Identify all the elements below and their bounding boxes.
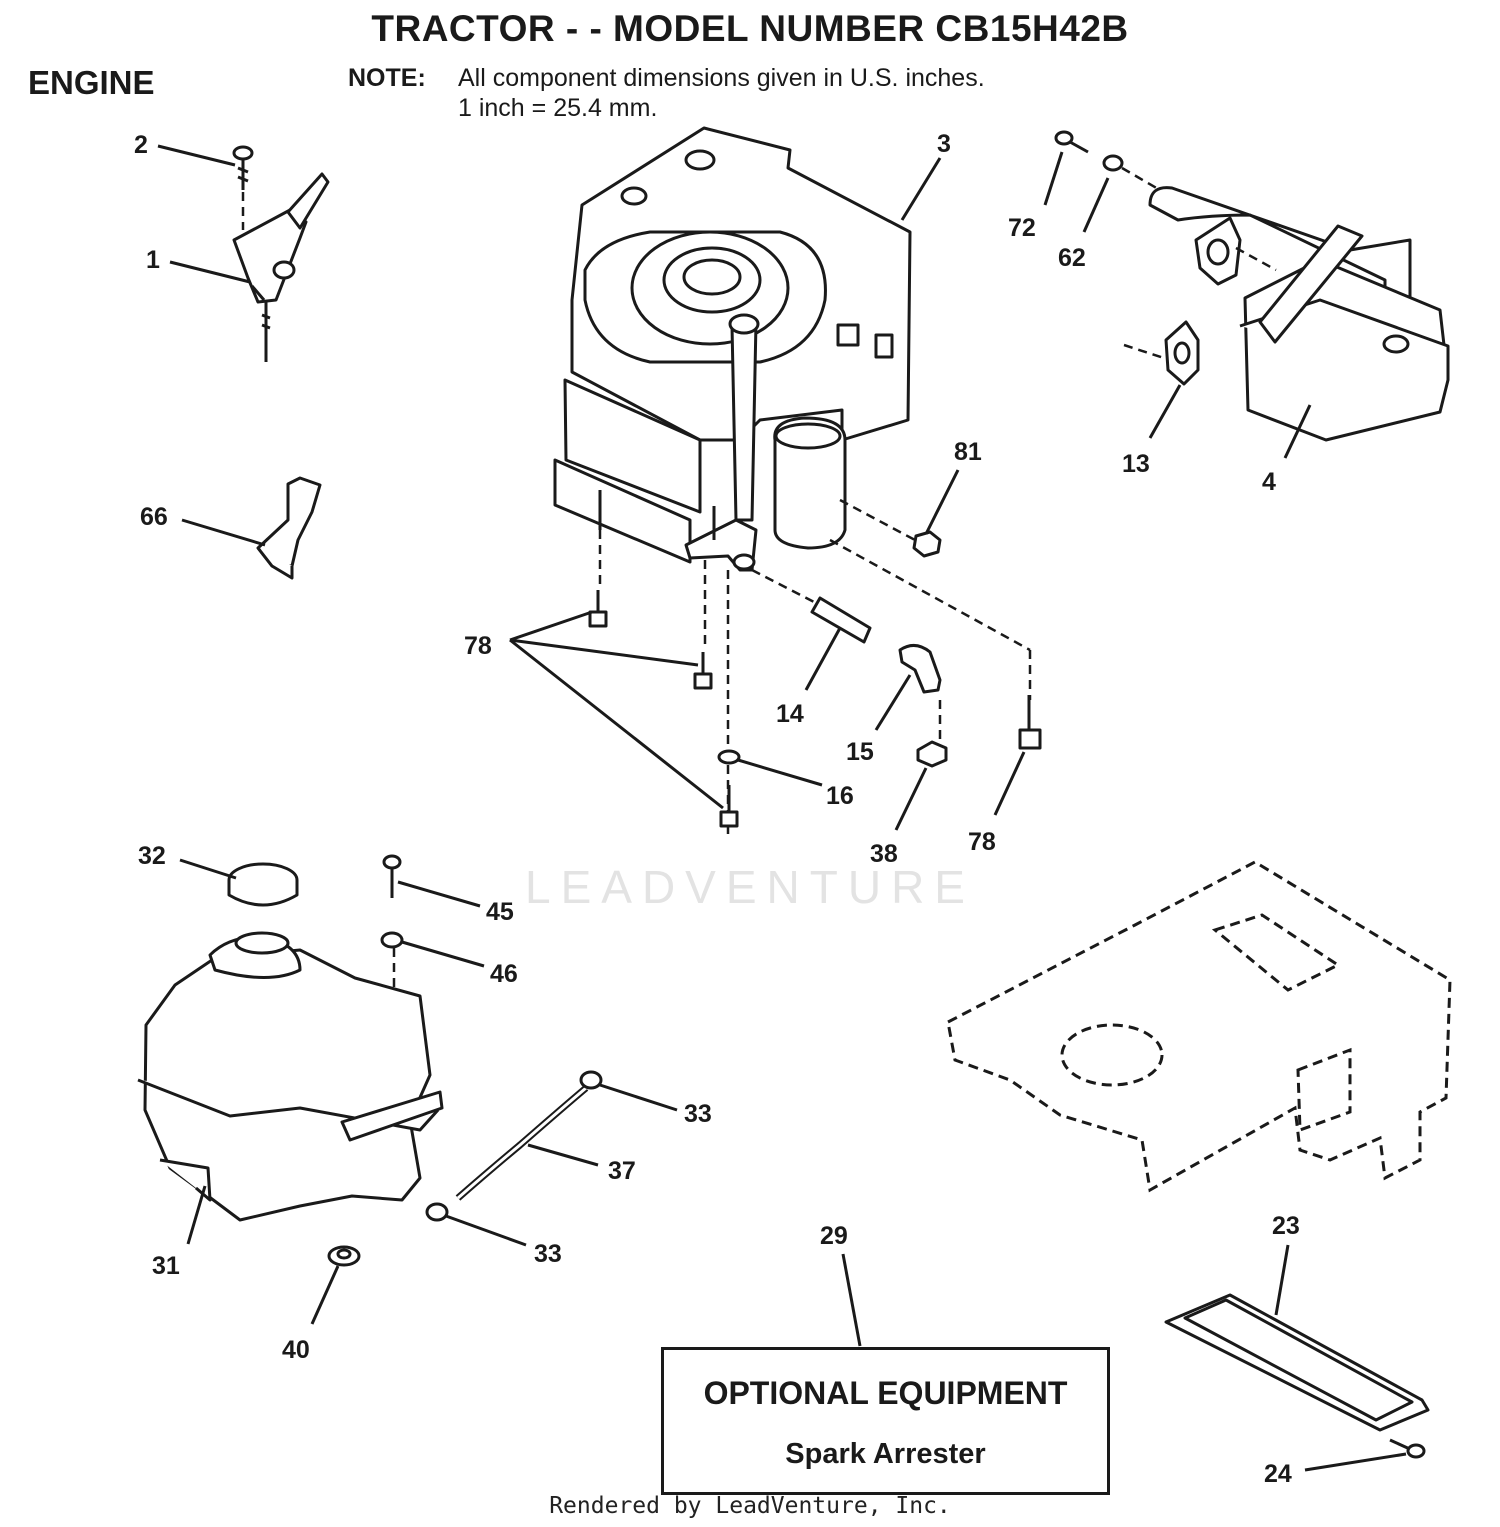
callout-33-top: 33: [684, 1100, 712, 1128]
page-title: TRACTOR - - MODEL NUMBER CB15H42B: [371, 8, 1129, 49]
part-4-muffler: [1148, 186, 1450, 442]
callout-62: 62: [1058, 244, 1086, 272]
callout-46: 46: [490, 960, 518, 988]
watermark-text: LEADVENTURE: [525, 861, 975, 913]
callout-72: 72: [1008, 214, 1036, 242]
callout-13: 13: [1122, 450, 1150, 478]
footer-credit: Rendered by LeadVenture, Inc.: [549, 1493, 951, 1519]
note-label: NOTE:: [348, 64, 426, 92]
callout-2: 2: [134, 131, 148, 159]
note-line-2: 1 inch = 25.4 mm.: [458, 94, 658, 122]
part-13-gasket: [1164, 320, 1200, 386]
note-line-1: All component dimensions given in U.S. i…: [458, 64, 985, 92]
callout-1: 1: [146, 246, 160, 274]
part-24-screw: [1389, 1438, 1426, 1459]
callout-38: 38: [870, 840, 898, 868]
part-62-washer: [1102, 154, 1124, 172]
callout-66: 66: [140, 503, 168, 531]
part-66-clip: [256, 476, 322, 580]
callout-81: 81: [954, 438, 982, 466]
frame-reference-dashed: [946, 860, 1452, 1193]
part-33-clamp-top: [579, 1070, 603, 1090]
part-2-screw: [232, 145, 254, 190]
optional-equipment-box: OPTIONAL EQUIPMENT Spark Arrester: [661, 1347, 1110, 1495]
part-32-cap: [227, 862, 299, 907]
leader-lines: [157, 144, 1407, 1472]
part-78-bolts: [588, 590, 1042, 828]
part-31-fuel-tank: [137, 931, 444, 1222]
callout-40: 40: [282, 1336, 310, 1364]
part-33-clamp-bottom: [425, 1202, 449, 1222]
part-3-engine: [553, 126, 912, 572]
callout-45: 45: [486, 898, 514, 926]
callout-24: 24: [1264, 1460, 1292, 1488]
part-1-throttle-control: [232, 172, 330, 362]
callout-31: 31: [152, 1252, 180, 1280]
part-14-fitting: [810, 596, 872, 644]
callout-78-right: 78: [968, 828, 996, 856]
callout-15: 15: [846, 738, 874, 766]
callout-32: 32: [138, 842, 166, 870]
callout-4: 4: [1262, 468, 1276, 496]
callout-3: 3: [937, 130, 951, 158]
part-37-fuel-line: [455, 1085, 589, 1201]
callout-37: 37: [608, 1157, 636, 1185]
part-46-washer: [380, 931, 404, 949]
part-38-nut: [916, 740, 948, 768]
part-40-grommet: [327, 1245, 361, 1267]
part-72-bolt: [1054, 130, 1089, 154]
callout-23: 23: [1272, 1212, 1300, 1240]
section-label: ENGINE: [28, 64, 155, 101]
part-16-washer: [717, 749, 741, 765]
callout-29: 29: [820, 1222, 848, 1250]
mounting-lines: [598, 498, 1032, 840]
callout-78-left: 78: [464, 632, 492, 660]
callout-14: 14: [776, 700, 804, 728]
optional-equipment-item: Spark Arrester: [785, 1438, 986, 1470]
part-81-nut: [912, 530, 942, 558]
part-23-shield: [1164, 1293, 1430, 1432]
part-45-screw: [382, 854, 402, 898]
part-15-elbow: [898, 644, 942, 694]
callout-33-bottom: 33: [534, 1240, 562, 1268]
optional-equipment-title: OPTIONAL EQUIPMENT: [703, 1375, 1068, 1411]
callout-16: 16: [826, 782, 854, 810]
